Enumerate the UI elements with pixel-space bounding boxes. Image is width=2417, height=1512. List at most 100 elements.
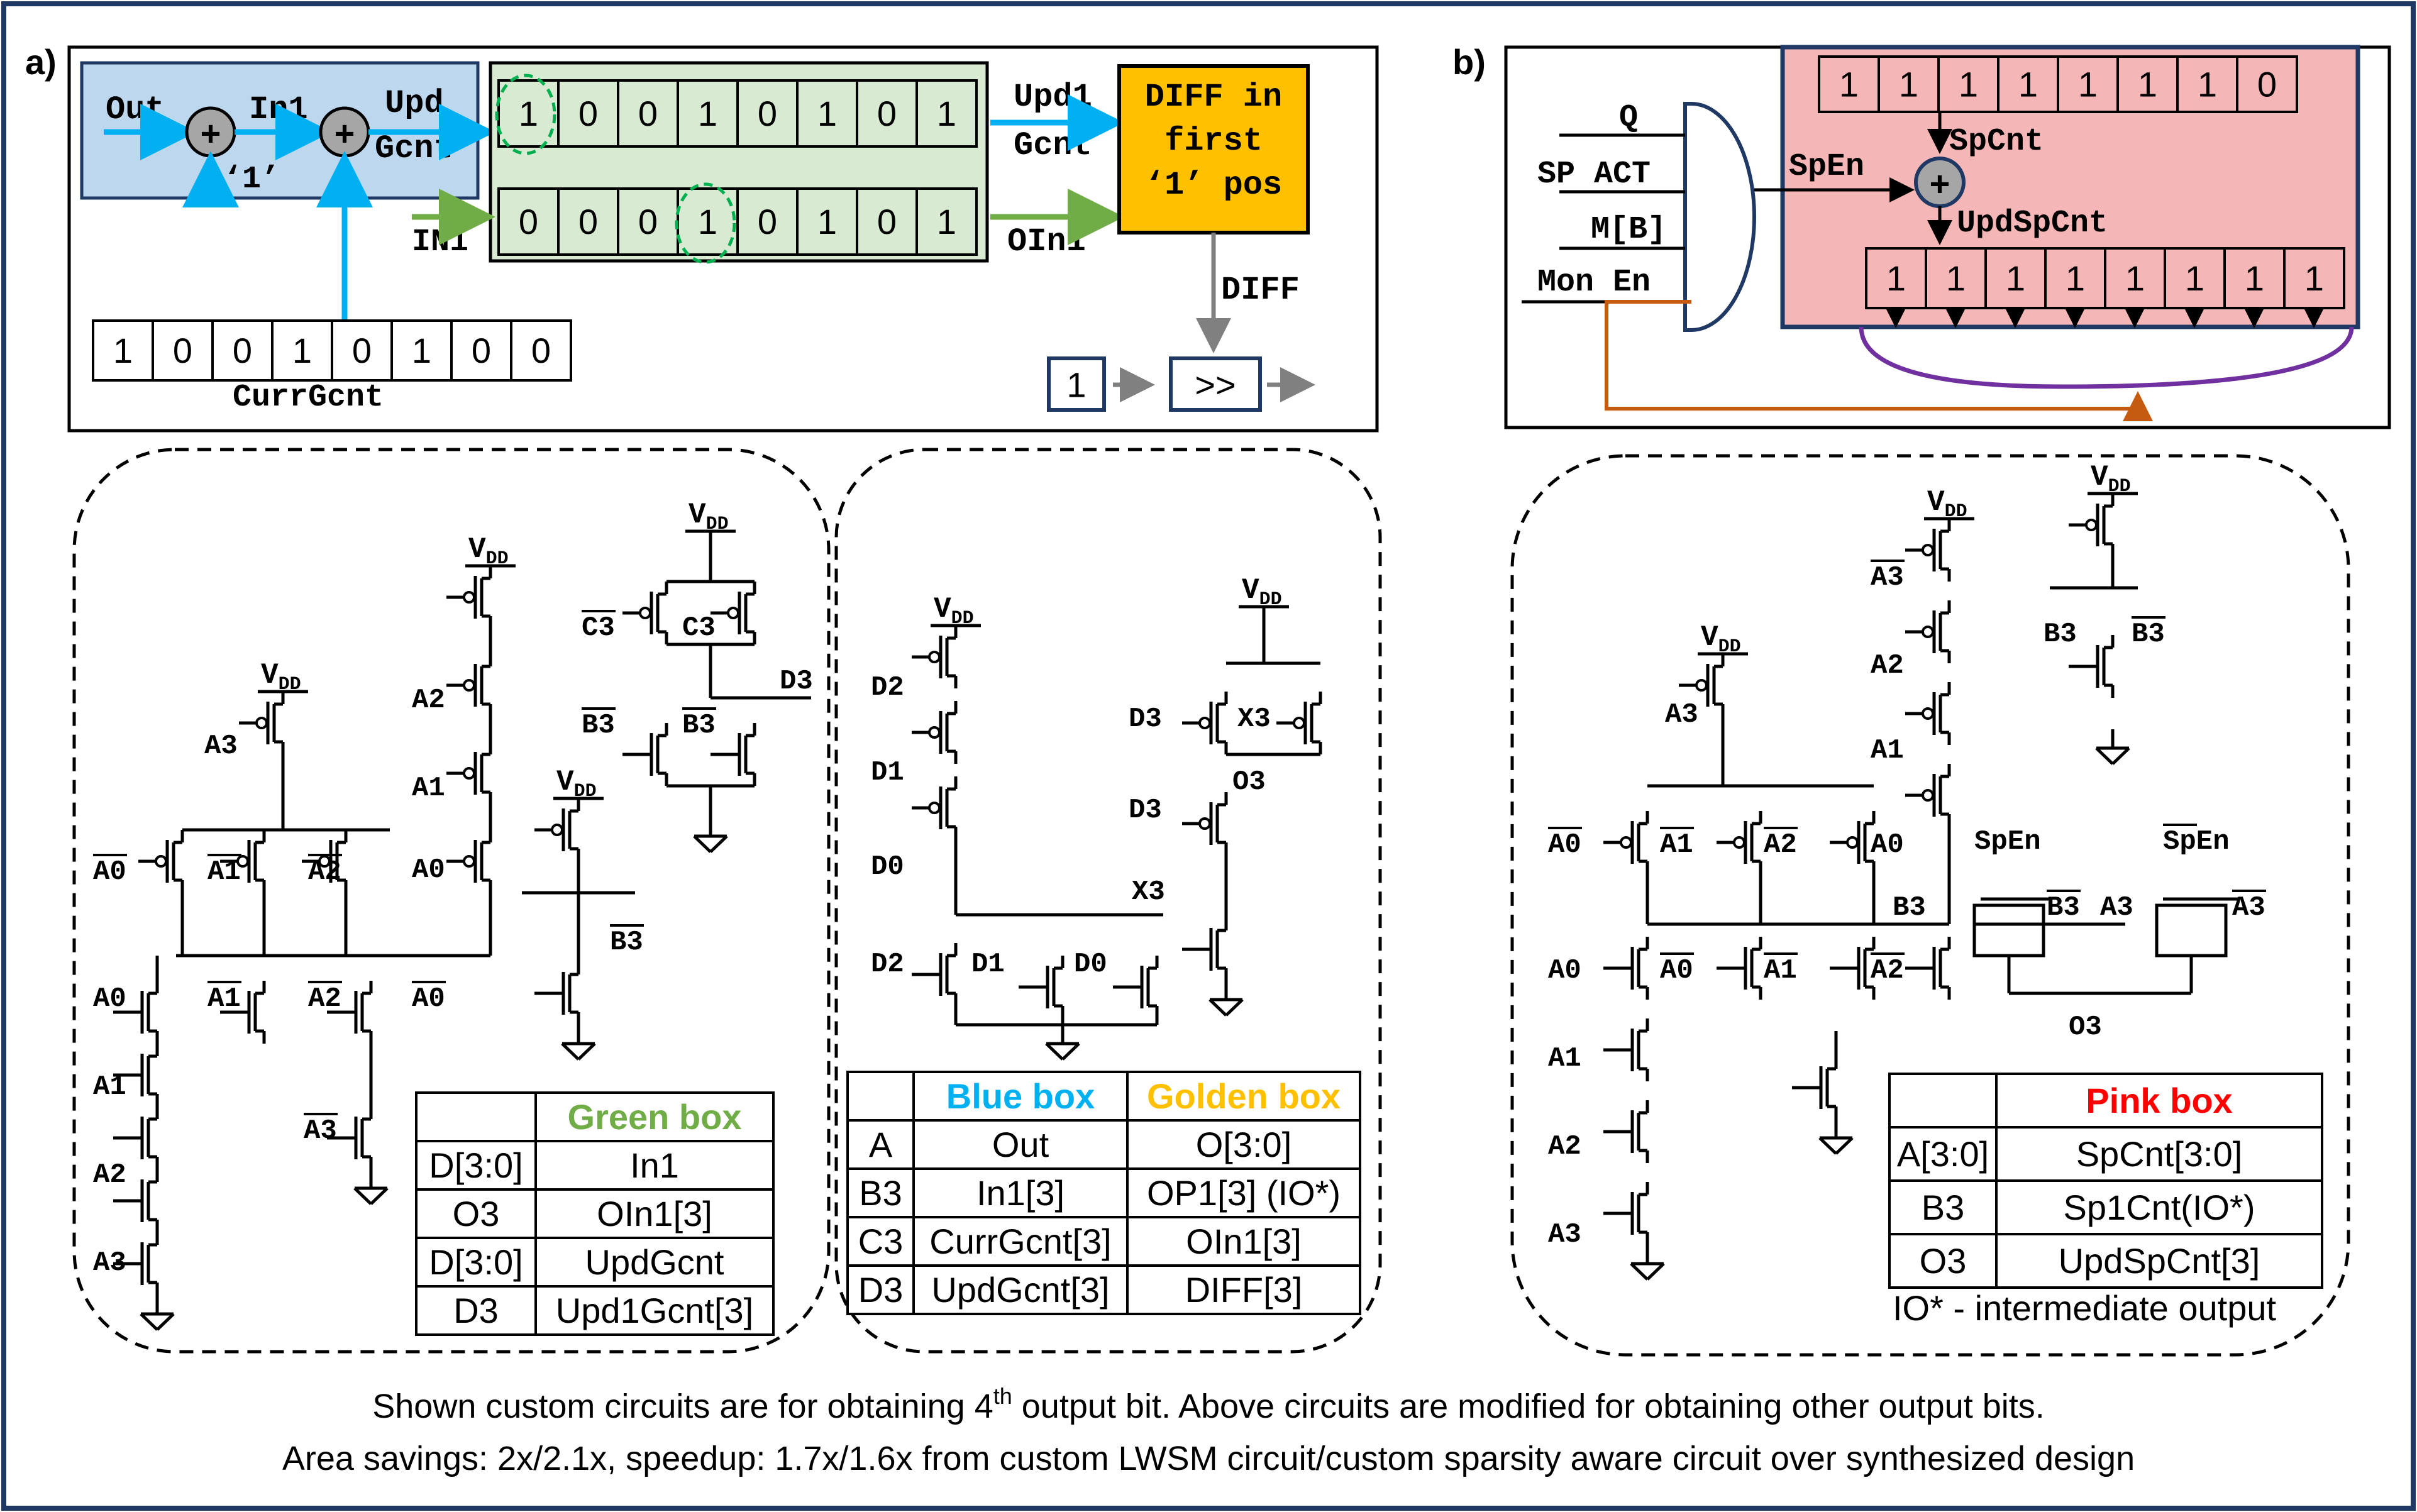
out-label: Out: [106, 91, 165, 128]
updspcnt-register-bit: 1: [2185, 258, 2204, 298]
circuit-node-label: A2: [1548, 1131, 1581, 1162]
pmos-bubble: [1620, 836, 1632, 849]
circuit-node-label: A0: [93, 983, 126, 1015]
circuit-node-label: D2: [871, 672, 904, 704]
circuit-node-label: B3: [2132, 619, 2165, 650]
diff-box-line-3: ‘1’ pos: [1145, 167, 1282, 204]
in1-register-bit: 0: [519, 202, 538, 241]
in1-register-bit: 0: [638, 202, 658, 241]
adder-1-plus: +: [201, 114, 221, 153]
circuit-node-label: A2: [308, 983, 341, 1015]
circuit-box-blue-gold: [834, 448, 1382, 1354]
currgcnt-register-cell: [211, 319, 274, 382]
circuit-node-label: A3: [93, 1247, 126, 1279]
wire: [140, 1313, 158, 1331]
sp-register-bit: 1: [2138, 65, 2157, 104]
first-one-marker-in1: [675, 182, 736, 264]
pmos-bubble: [2085, 519, 2098, 531]
wire: [370, 1187, 389, 1205]
sp-register-cell: [1818, 55, 1880, 113]
pmos-bubble: [155, 855, 167, 868]
upd-register-bit: 0: [877, 94, 897, 133]
upd-register-bit: 1: [698, 94, 717, 133]
wire: [1208, 998, 1227, 1017]
table-blue-gold-value: O[3:0]: [1196, 1125, 1292, 1164]
table-green-value: D[3:0]: [429, 1242, 523, 1282]
circuit-node-label: A1: [1764, 955, 1797, 986]
monen-feedback: [1605, 300, 2153, 421]
and-label-spact: SP ACT: [1537, 157, 1651, 192]
panel-a-label: a): [25, 42, 57, 82]
circuit-node-label: D2: [871, 949, 904, 980]
and-gate: [1683, 102, 1756, 332]
currgcnt-register-cell: [92, 319, 154, 382]
circuit-node-label: A1: [93, 1071, 126, 1103]
vdd-label: VDD: [1701, 621, 1741, 658]
pmos-bubble: [463, 591, 475, 604]
vdd-label: VDD: [689, 499, 729, 535]
circuit-node-label: A1: [207, 856, 241, 888]
circuit-node-label: C3: [682, 612, 716, 644]
currgcnt-label: CurrGcnt: [233, 380, 384, 416]
table-blue-gold-value: OP1[3] (IO*): [1147, 1173, 1341, 1213]
table-blue-gold-value: CurrGcnt[3]: [929, 1222, 1111, 1261]
table-green-value: D3: [453, 1291, 499, 1330]
circuit-node-label: A3: [2100, 892, 2133, 924]
updspcnt-bit-arrows: [1886, 308, 2324, 328]
currgcnt-register-cell: [331, 319, 393, 382]
table-blue-gold-value: C3: [858, 1222, 904, 1261]
circuit-node-label: B3: [582, 710, 615, 741]
circuit-node-label: B3: [2047, 892, 2080, 924]
upd-register-bit: 0: [578, 94, 598, 133]
in1-register-cell: [617, 187, 679, 256]
updspcnt-register-bit: 1: [1886, 258, 1906, 298]
table-green-header: Green box: [568, 1097, 742, 1137]
vdd-label: VDD: [261, 659, 301, 695]
table-pink-value: A[3:0]: [1897, 1134, 1989, 1174]
in1-register-bit: 0: [877, 202, 897, 241]
vdd-label: VDD: [934, 593, 974, 629]
currgcnt-register-bit: 1: [113, 331, 133, 370]
pmos-bubble: [1198, 817, 1211, 830]
wire: [2095, 747, 2114, 765]
circuit-node-label: C3: [582, 612, 615, 644]
one-label: ‘1’: [223, 162, 280, 197]
currgcnt-register-cell: [510, 319, 572, 382]
circuit-node-label: A0: [412, 983, 445, 1015]
circuit-node-label: A2: [412, 685, 445, 716]
sp-register-cell: [2236, 55, 2298, 113]
shift-op: >>: [1195, 365, 1236, 405]
circuit-node-label: A0: [1548, 955, 1581, 986]
table-blue-gold-value: B3: [859, 1173, 902, 1213]
pmos-bubble: [1922, 789, 1934, 802]
currgcnt-register-bit: 0: [352, 331, 372, 370]
currgcnt-register-bit: 1: [292, 331, 312, 370]
wire: [156, 1313, 175, 1331]
in1-register-cell: [796, 187, 858, 256]
pmos-bubble: [255, 717, 268, 729]
wire: [353, 1187, 372, 1205]
pmos-bubble: [727, 607, 739, 619]
updspcnt-register-bit: 1: [2304, 258, 2324, 298]
circuit-node-label: D0: [871, 851, 904, 883]
circuit-box-pink: [1510, 454, 2350, 1357]
and-label-mb: M[B]: [1591, 212, 1666, 248]
pmos-bubble: [928, 726, 941, 739]
circuit-node-label: SpEn: [2163, 826, 2230, 858]
wire: [1045, 1042, 1064, 1061]
circuit-node-label: SpEn: [1974, 826, 2041, 858]
caption-line-2: Area savings: 2x/2.1x, speedup: 1.7x/1.6…: [282, 1440, 2135, 1477]
table-green-value: D[3:0]: [429, 1145, 523, 1185]
table-blue-gold-header: Golden box: [1147, 1076, 1341, 1116]
sp-adder-plus: +: [1930, 164, 1950, 204]
circuit-node-label: A2: [93, 1159, 126, 1191]
transmission-gate: [1972, 903, 2045, 957]
gcnt-label: Gcnt: [375, 130, 453, 167]
currgcnt-register-bit: 0: [233, 331, 252, 370]
pmos-bubble: [639, 607, 651, 619]
table-pink-value: O3: [1920, 1241, 1967, 1281]
